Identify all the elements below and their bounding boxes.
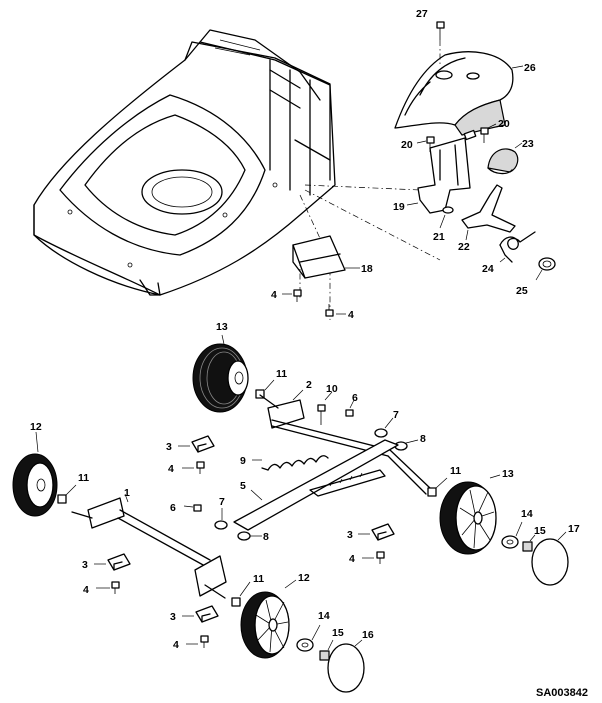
part-5-height-rod	[233, 439, 399, 531]
label-4-b: 4	[348, 309, 354, 321]
screw-20-b	[480, 123, 497, 143]
label-20-left: 20	[401, 139, 413, 151]
label-9: 9	[240, 455, 246, 467]
part-8-washer-a	[394, 439, 419, 451]
label-7-b: 7	[219, 496, 225, 508]
part-6-screw-a	[345, 399, 355, 417]
front-wheel-12-bottom	[240, 579, 297, 659]
label-15-a: 15	[534, 525, 546, 537]
label-11-a: 11	[276, 368, 287, 380]
label-6-a: 6	[352, 392, 358, 404]
nut-11-b	[427, 477, 448, 497]
part-19-bracket	[406, 129, 477, 214]
label-18: 18	[361, 263, 373, 275]
label-4-d: 4	[83, 584, 89, 596]
part-10-screw	[317, 391, 333, 425]
screw-27	[436, 21, 445, 65]
label-14-b: 14	[318, 610, 330, 622]
label-4-a: 4	[271, 289, 277, 301]
nut-11-c	[57, 484, 77, 504]
part-1-front-axle	[71, 493, 227, 599]
clip-3-c	[358, 523, 395, 541]
part-8-washer-b	[237, 531, 262, 541]
label-16: 16	[362, 629, 374, 641]
screw-4-d	[96, 581, 120, 594]
label-17: 17	[568, 523, 580, 535]
label-14-a: 14	[521, 508, 533, 520]
screw-4-e	[362, 551, 385, 564]
label-11-c: 11	[78, 472, 89, 484]
label-20-right: 20	[498, 118, 510, 130]
label-6-b: 6	[170, 502, 176, 514]
label-3-a: 3	[166, 441, 172, 453]
clip-3-b	[94, 553, 131, 571]
part-7-washer-b	[214, 508, 228, 530]
label-3-b: 3	[82, 559, 88, 571]
part-9-height-spring	[252, 455, 329, 471]
drawing-code: SA003842	[536, 687, 588, 699]
label-21: 21	[433, 231, 445, 243]
screw-4-f	[186, 635, 209, 648]
label-4-c: 4	[168, 463, 174, 475]
nut-15-a	[522, 534, 536, 552]
hubcap-16	[327, 639, 365, 693]
label-7-a: 7	[393, 409, 399, 421]
label-1: 1	[124, 487, 130, 499]
part-22-lever	[461, 184, 516, 241]
screw-4-a	[282, 289, 302, 302]
screw-20-a	[416, 136, 435, 152]
label-2: 2	[306, 379, 312, 391]
label-8-a: 8	[420, 433, 426, 445]
part-18-bracket	[292, 235, 360, 279]
label-10: 10	[326, 383, 338, 395]
part-6-screw-b	[183, 504, 202, 512]
label-4-f: 4	[173, 639, 179, 651]
label-13-right: 13	[502, 468, 514, 480]
label-4-e: 4	[349, 553, 355, 565]
part-25-bush	[535, 257, 556, 281]
part-7-washer-a	[374, 417, 394, 438]
rear-axle-rod	[271, 419, 431, 495]
label-3-d: 3	[170, 611, 176, 623]
label-12-left: 12	[30, 421, 42, 433]
clip-3-a	[178, 435, 215, 453]
part-24-torsion-spring	[499, 231, 536, 263]
rear-wheel-13-right	[439, 474, 501, 555]
label-24: 24	[482, 263, 494, 275]
label-15-b: 15	[332, 627, 344, 639]
label-22: 22	[458, 241, 470, 253]
rear-wheel-13-left	[192, 334, 249, 413]
washer-21	[439, 206, 454, 229]
washer-14-b	[296, 624, 321, 652]
hubcap-17	[531, 531, 569, 586]
label-8-b: 8	[263, 531, 269, 543]
label-13-left: 13	[216, 321, 228, 333]
nut-11-d	[231, 581, 251, 607]
label-27: 27	[416, 8, 428, 20]
label-5: 5	[240, 480, 246, 492]
nut-15-b	[319, 639, 334, 661]
label-12-bottom: 12	[298, 572, 310, 584]
clip-3-d	[182, 605, 219, 623]
screw-4-b	[325, 304, 346, 317]
screw-4-c	[182, 461, 205, 474]
label-3-c: 3	[347, 529, 353, 541]
label-19: 19	[393, 201, 405, 213]
mower-deck	[33, 29, 336, 296]
label-11-b: 11	[450, 465, 461, 477]
part-23-cap	[487, 142, 523, 175]
nut-11-a	[255, 379, 275, 399]
label-11-d: 11	[253, 573, 264, 585]
part-26-rear-flap-cover	[394, 51, 524, 136]
washer-14-a	[501, 521, 523, 549]
label-25: 25	[516, 285, 528, 297]
label-26: 26	[524, 62, 536, 74]
front-wheel-12-left	[12, 431, 58, 517]
label-23: 23	[522, 138, 534, 150]
